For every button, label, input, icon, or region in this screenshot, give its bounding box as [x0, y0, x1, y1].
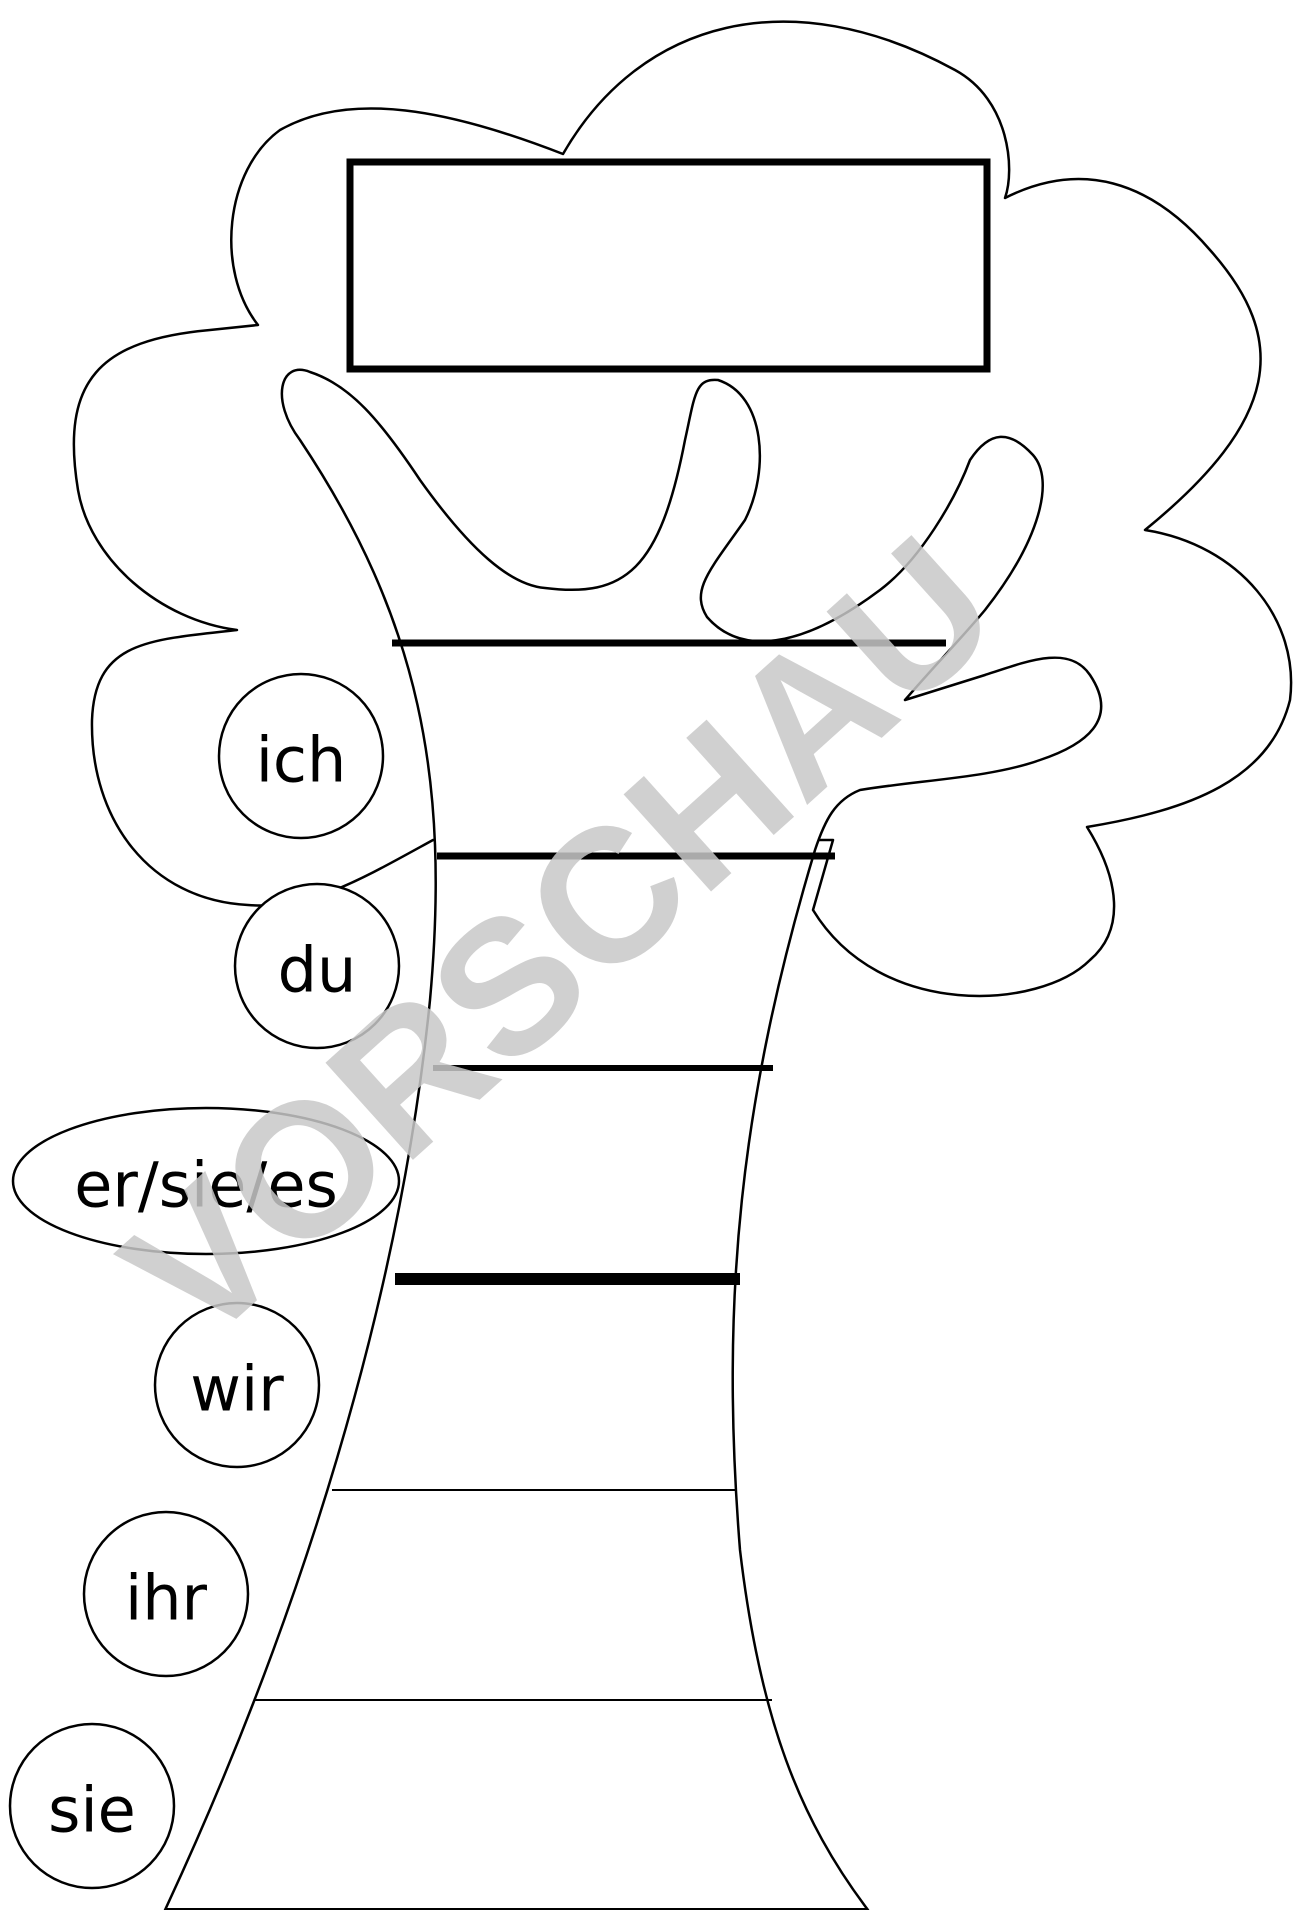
title-box[interactable]	[346, 158, 991, 373]
pronoun-bubble-sie: sie	[8, 1722, 176, 1890]
pronoun-label-du: du	[278, 934, 357, 1007]
pronoun-bubble-er-sie-es: er/sie/es	[11, 1106, 401, 1256]
pronoun-label-wir: wir	[190, 1353, 284, 1426]
pronoun-bubble-ich: ich	[217, 672, 385, 840]
pronoun-bubble-du: du	[233, 882, 401, 1050]
pronoun-label-sie: sie	[48, 1774, 136, 1847]
pronoun-bubble-wir: wir	[153, 1301, 321, 1469]
pronoun-label-ihr: ihr	[125, 1562, 208, 1635]
pronoun-label-er-sie-es: er/sie/es	[74, 1149, 338, 1222]
pronoun-label-ich: ich	[256, 724, 347, 797]
pronoun-bubble-ihr: ihr	[82, 1510, 250, 1678]
